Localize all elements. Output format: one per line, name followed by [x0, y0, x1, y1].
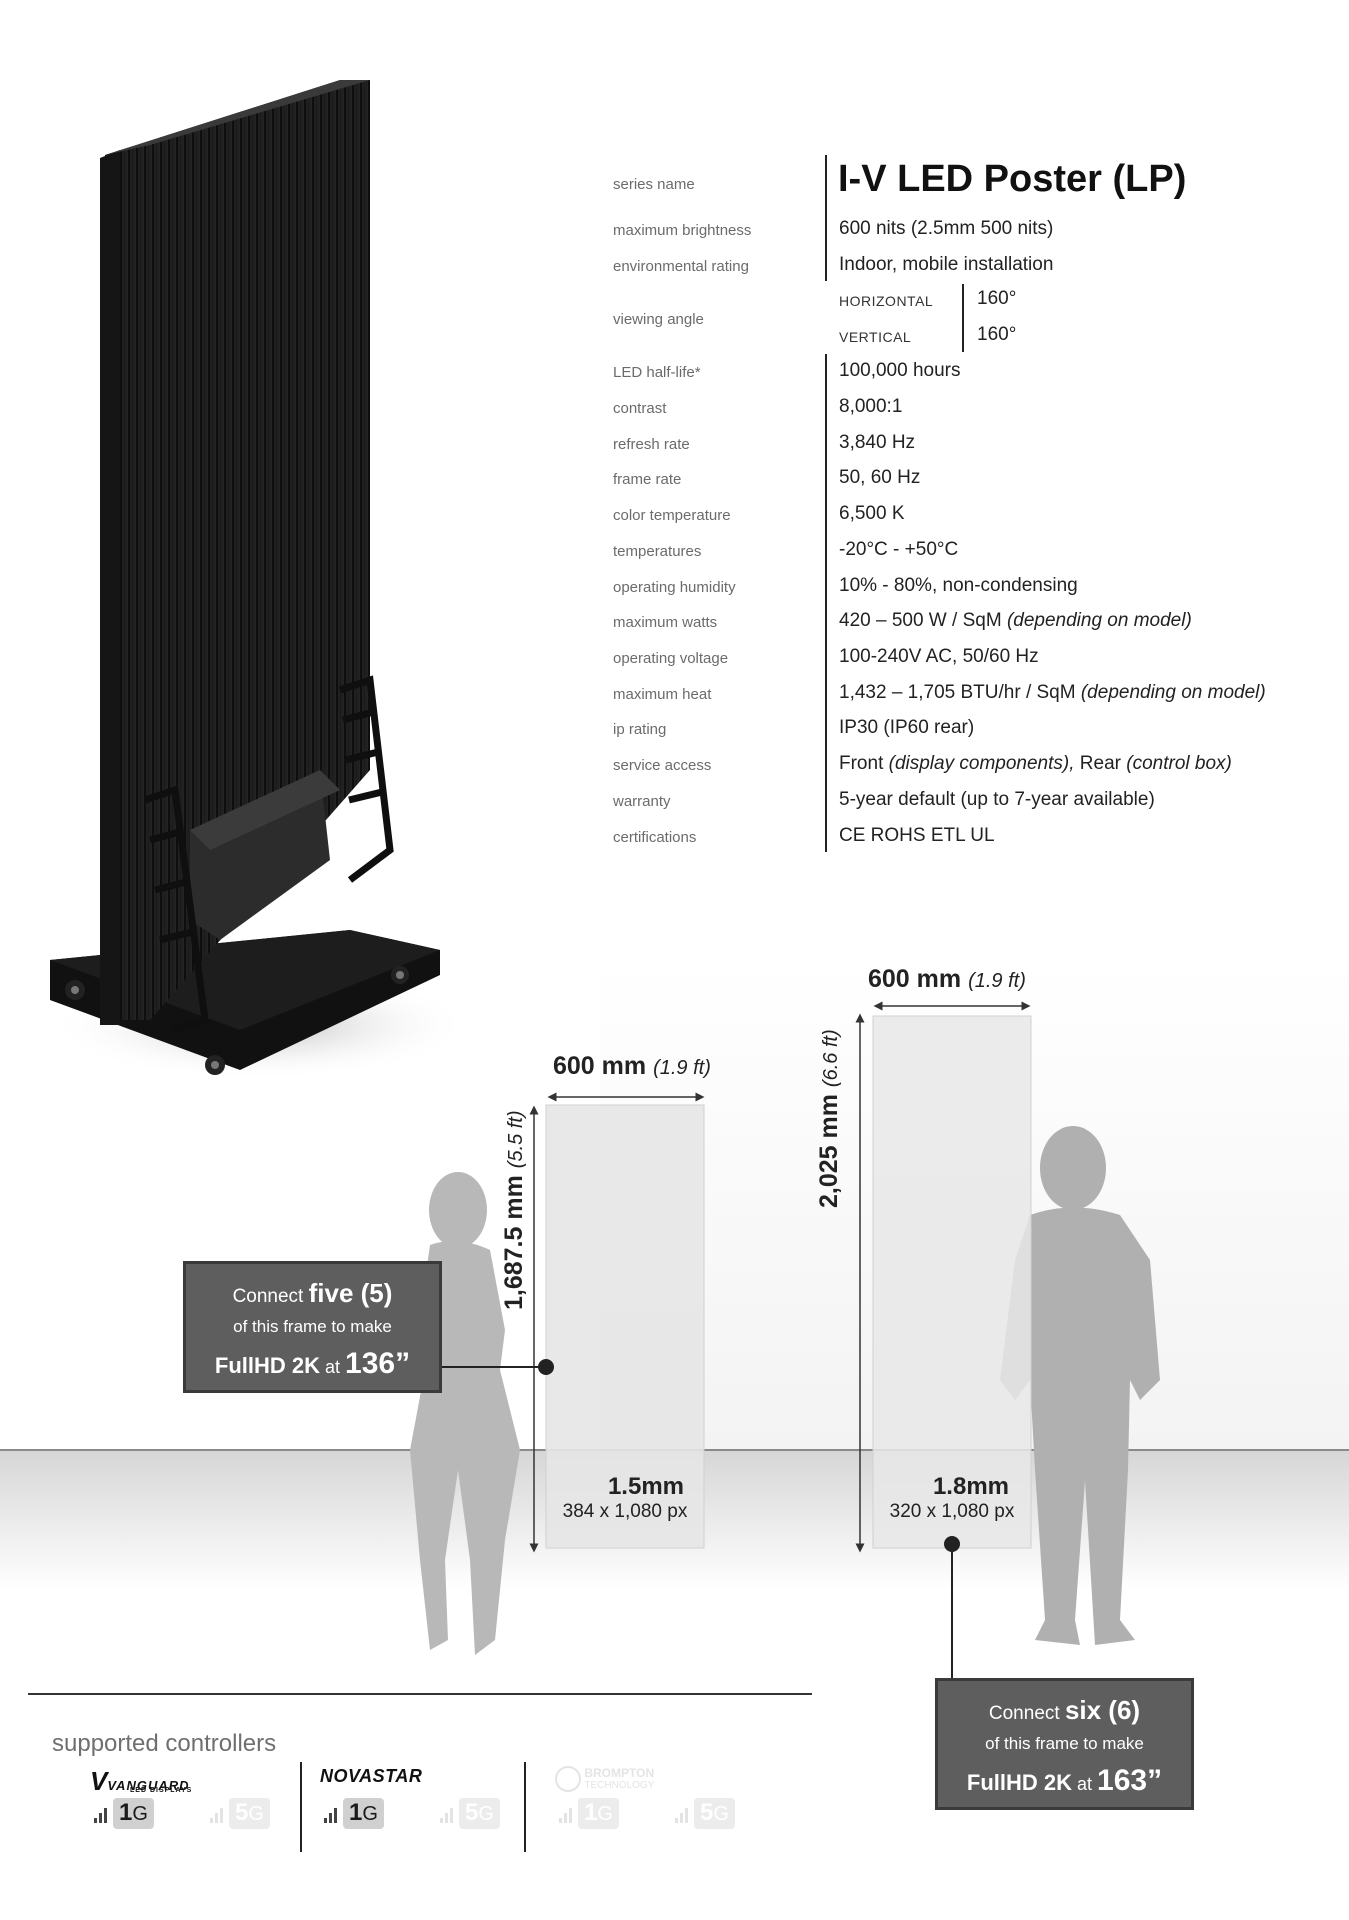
novastar-logo: NOVASTAR — [320, 1766, 423, 1786]
spec-value-max-watts: 420 – 500 W / SqM (depending on model) — [839, 610, 1192, 631]
signal-icon — [210, 1803, 223, 1823]
vanguard-logo: VVANGUARD LED DISPLAYS — [90, 1766, 193, 1796]
spec-value-brightness: 600 nits (2.5mm 500 nits) — [839, 218, 1054, 239]
signal-icon — [675, 1803, 688, 1823]
novastar-1g-badge: 1G — [324, 1797, 384, 1829]
spec-value-ip-rating: IP30 (IP60 rear) — [839, 717, 975, 738]
viewing-horizontal-value: 160° — [977, 288, 1017, 309]
spec-label-half-life: LED half-life* — [613, 364, 701, 381]
spec-value-temperatures: -20°C - +50°C — [839, 539, 959, 560]
vanguard-5g-badge: 5G — [210, 1797, 270, 1829]
spec-label-viewing-angle: viewing angle — [613, 311, 704, 328]
large-panel-height-label: 2,025 mm (6.6 ft) — [815, 1029, 843, 1208]
spec-value-certifications: CE ROHS ETL UL — [839, 825, 995, 846]
brompton-1g-badge: 1G — [559, 1797, 619, 1829]
spec-label-humidity: operating humidity — [613, 579, 736, 596]
spec-label-contrast: contrast — [613, 400, 667, 417]
novastar-5g-badge: 5G — [440, 1797, 500, 1829]
spec-value-contrast: 8,000:1 — [839, 396, 903, 417]
spec-label-environment: environmental rating — [613, 258, 749, 275]
man-silhouette — [1000, 1126, 1160, 1645]
small-panel-pitch: 1.5mm — [607, 1473, 684, 1500]
signal-icon — [559, 1803, 572, 1823]
signal-icon — [324, 1803, 337, 1823]
large-panel-callout: Connect six (6) of this frame to make Fu… — [935, 1678, 1194, 1810]
small-panel-resolution: 384 x 1,080 px — [562, 1501, 688, 1522]
spec-value-humidity: 10% - 80%, non-condensing — [839, 575, 1078, 596]
spec-value-max-heat: 1,432 – 1,705 BTU/hr / SqM (depending on… — [839, 682, 1266, 703]
large-panel-spec: 1.8mm 320 x 1,080 px — [873, 1473, 1031, 1523]
spec-value-environment: Indoor, mobile installation — [839, 254, 1054, 275]
spec-value-warranty: 5-year default (up to 7-year available) — [839, 789, 1155, 810]
spec-label-temperatures: temperatures — [613, 543, 702, 560]
spec-label-color-temperature: color temperature — [613, 507, 731, 524]
spec-value-color-temperature: 6,500 K — [839, 503, 905, 524]
brompton-logo: BROMPTON TECHNOLOGY — [555, 1766, 654, 1792]
vanguard-1g-badge: 1G — [94, 1797, 154, 1829]
signal-icon — [440, 1803, 453, 1823]
product-title: I-V LED Poster (LP) — [838, 158, 1187, 200]
spec-label-frame-rate: frame rate — [613, 471, 682, 488]
spec-divider-viewing — [962, 284, 964, 352]
spec-value-refresh-rate: 3,840 Hz — [839, 432, 916, 453]
viewing-vertical-label: VERTICAL — [839, 329, 912, 345]
controller-novastar: NOVASTAR 1G 5G — [320, 1760, 520, 1860]
spec-label-voltage: operating voltage — [613, 650, 729, 667]
spec-label-max-watts: maximum watts — [613, 614, 718, 631]
small-panel-height-label: 1,687.5 mm (5.5 ft) — [500, 1110, 528, 1310]
controllers-title: supported controllers — [52, 1730, 277, 1757]
spec-label-warranty: warranty — [613, 793, 671, 810]
spec-label-ip-rating: ip rating — [613, 721, 667, 738]
spec-label-brightness: maximum brightness — [613, 222, 752, 239]
signal-icon — [94, 1803, 107, 1823]
spec-value-frame-rate: 50, 60 Hz — [839, 467, 921, 488]
controller-vanguard: VVANGUARD LED DISPLAYS 1G 5G — [90, 1760, 290, 1860]
viewing-vertical-value: 160° — [977, 324, 1017, 345]
spec-divider-bottom — [825, 354, 827, 852]
controller-brompton: BROMPTON TECHNOLOGY 1G 5G — [555, 1760, 775, 1860]
spec-label-max-heat: maximum heat — [613, 686, 712, 703]
controller-divider — [524, 1762, 526, 1852]
viewing-horizontal-label: HORIZONTAL — [839, 293, 934, 309]
brompton-logo-icon — [555, 1766, 581, 1792]
spec-label-service-access: service access — [613, 757, 712, 774]
spec-label-refresh-rate: refresh rate — [613, 436, 690, 453]
large-panel-resolution: 320 x 1,080 px — [889, 1501, 1015, 1522]
spec-value-half-life: 100,000 hours — [839, 360, 961, 381]
small-panel-width-label: 600 mm (1.9 ft) — [553, 1052, 711, 1080]
controllers-divider — [28, 1693, 812, 1695]
led-poster-product-image — [50, 80, 460, 1080]
small-panel-callout: Connect five (5) of this frame to make F… — [183, 1261, 442, 1393]
controller-divider — [300, 1762, 302, 1852]
spec-label-series-name: series name — [613, 176, 695, 193]
large-panel-width-label: 600 mm (1.9 ft) — [868, 965, 1026, 993]
spec-value-voltage: 100-240V AC, 50/60 Hz — [839, 646, 1039, 667]
spec-label-certifications: certifications — [613, 829, 697, 846]
small-panel-spec: 1.5mm 384 x 1,080 px — [546, 1473, 704, 1523]
large-panel-pitch: 1.8mm — [932, 1473, 1009, 1500]
brompton-5g-badge: 5G — [675, 1797, 735, 1829]
spec-value-service-access: Front (display components), Rear (contro… — [839, 753, 1232, 774]
spec-divider-top — [825, 155, 827, 281]
